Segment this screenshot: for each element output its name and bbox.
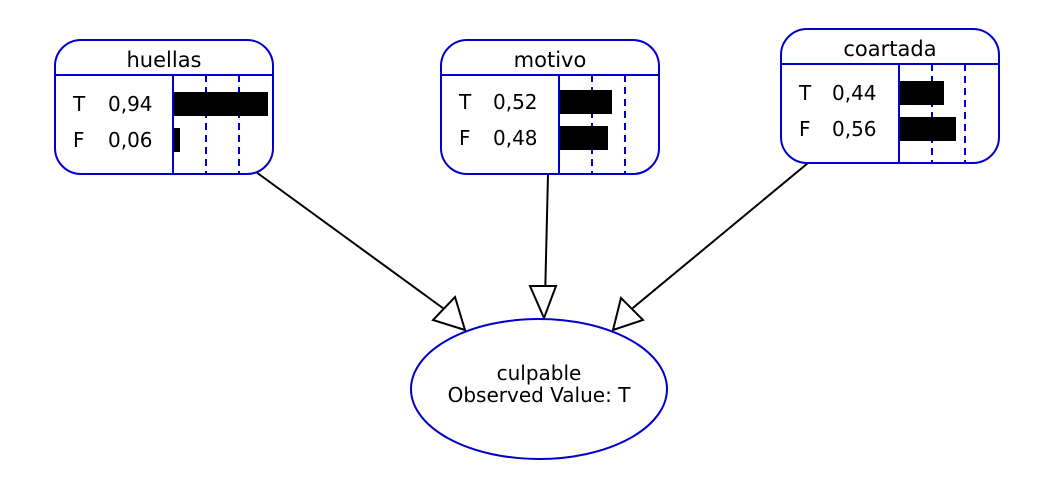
node-coartada-bar-t bbox=[900, 81, 944, 105]
node-coartada-state-f-label: F bbox=[799, 117, 811, 141]
node-motivo-bar-t bbox=[560, 90, 612, 114]
node-culpable-observed-value: Observed Value: T bbox=[448, 383, 632, 407]
node-huellas-bar-f bbox=[174, 128, 180, 152]
node-huellas-title: huellas bbox=[126, 48, 201, 72]
node-motivo-title: motivo bbox=[514, 48, 587, 72]
node-coartada-bar-f bbox=[900, 117, 956, 141]
node-huellas-bar-t bbox=[174, 92, 268, 116]
node-coartada-state-t-value: 0,44 bbox=[832, 81, 877, 105]
edge-coartada-culpable bbox=[611, 162, 809, 332]
node-huellas[interactable]: huellas T 0,94 F 0,06 bbox=[54, 39, 274, 175]
node-coartada-state-t-label: T bbox=[798, 81, 812, 105]
node-huellas-state-t-value: 0,94 bbox=[108, 92, 153, 116]
node-culpable[interactable]: culpable Observed Value: T bbox=[410, 318, 668, 460]
node-huellas-state-t-label: T bbox=[72, 92, 86, 116]
node-coartada-title: coartada bbox=[843, 37, 936, 61]
node-huellas-state-f-label: F bbox=[73, 128, 85, 152]
node-huellas-state-f-value: 0,06 bbox=[108, 128, 153, 152]
node-motivo-bar-f bbox=[560, 126, 608, 150]
node-huellas-frame bbox=[54, 39, 274, 175]
node-motivo-state-f-label: F bbox=[459, 126, 471, 150]
node-coartada-state-f-value: 0,56 bbox=[832, 117, 877, 141]
edge-huellas-culpable bbox=[255, 171, 467, 332]
node-motivo[interactable]: motivo T 0,52 F 0,48 bbox=[440, 39, 660, 175]
node-motivo-state-t-label: T bbox=[458, 90, 472, 114]
node-coartada[interactable]: coartada T 0,44 F 0,56 bbox=[780, 28, 1000, 164]
node-culpable-title: culpable bbox=[497, 361, 582, 385]
node-culpable-ellipse bbox=[410, 318, 668, 460]
node-motivo-state-f-value: 0,48 bbox=[493, 126, 538, 150]
edge-motivo-culpable bbox=[528, 173, 558, 321]
edges bbox=[255, 162, 809, 332]
node-motivo-state-t-value: 0,52 bbox=[493, 90, 538, 114]
